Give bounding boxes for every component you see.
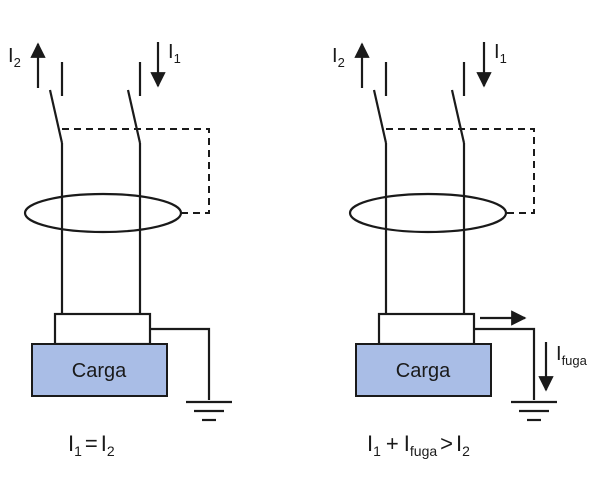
- left-i2-label: I2: [8, 45, 21, 70]
- left-load-box: [31, 343, 168, 397]
- left-switch-b: [126, 89, 142, 144]
- right-switch-b: [450, 89, 466, 144]
- right-trip-linkage: [386, 128, 535, 214]
- right-i1-label: I1: [494, 41, 507, 66]
- left-i1-label: I1: [168, 41, 181, 66]
- right-terminal-block: [377, 312, 476, 346]
- right-switch-a: [372, 89, 388, 144]
- right-load-label: Carga: [396, 360, 451, 382]
- left-toroid-sensor: [23, 192, 183, 234]
- left-ground-wire: [150, 327, 211, 400]
- left-circuit: I2 I1 Carga ground-icon I1=I2: [8, 41, 232, 459]
- left-terminal-block: [53, 312, 152, 346]
- left-formula: I1=I2: [68, 431, 115, 459]
- right-i2-label: I2: [332, 45, 345, 70]
- left-trip-linkage: [62, 128, 210, 214]
- right-circuit: I2 I1 Carga Ifuga: [332, 41, 588, 459]
- right-formula: I1+Ifuga>I2: [367, 431, 470, 459]
- right-load-box: [355, 343, 492, 397]
- right-leak-label: Ifuga: [556, 343, 588, 368]
- left-switch-a: [48, 89, 64, 144]
- right-toroid-sensor: [348, 192, 508, 234]
- left-load-label: Carga: [72, 360, 127, 382]
- right-ground-wire: [474, 327, 536, 400]
